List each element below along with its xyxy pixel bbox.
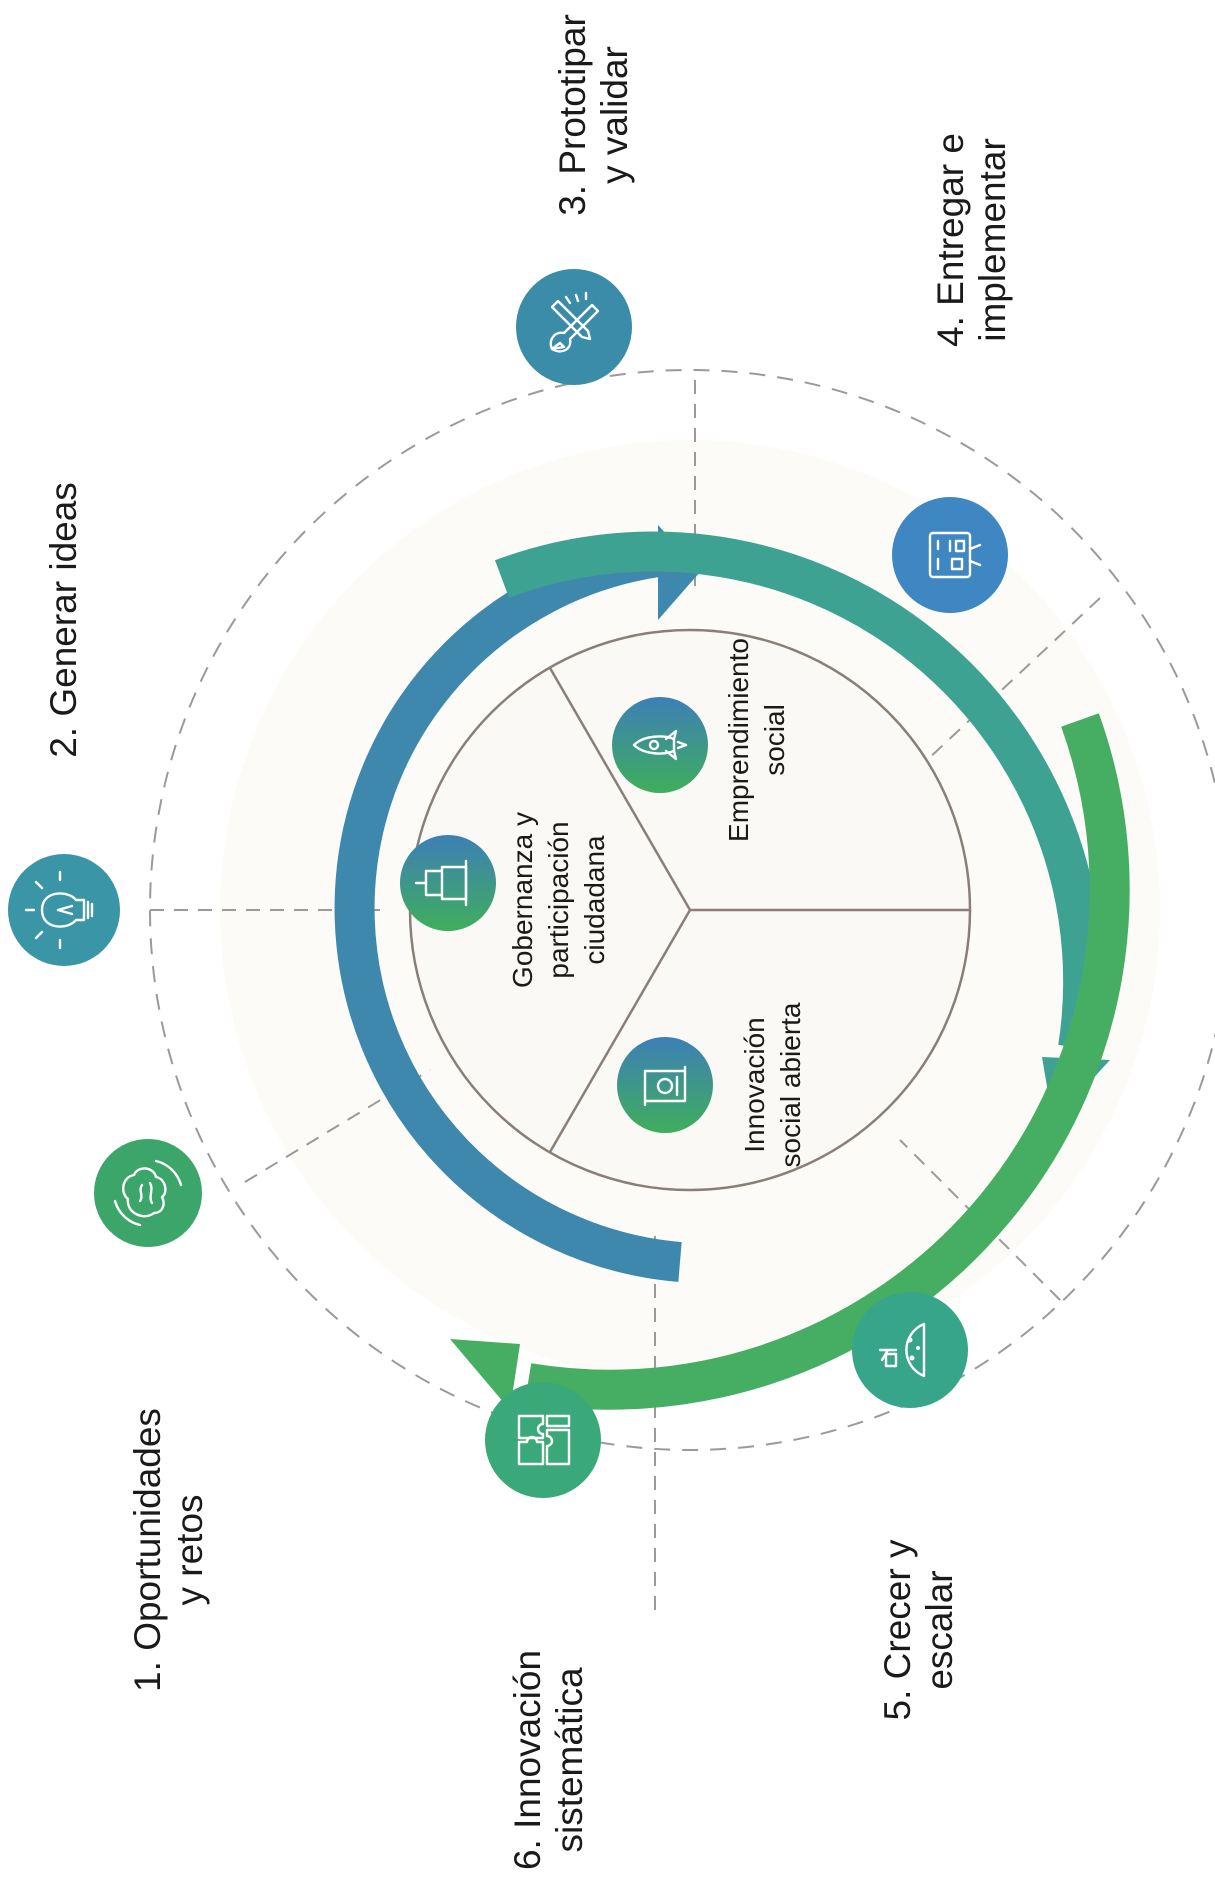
sector-label-line: Innovación <box>739 1017 770 1152</box>
stage-4: 4. Entregar e implementar <box>892 133 1013 613</box>
lightbulb-icon <box>8 854 120 966</box>
stage-label-line1: 5. Crecer y <box>877 1539 918 1720</box>
sector-governance-label: Gobernanza y participación ciudadana <box>507 812 610 988</box>
stage-label-line1: 3. Prototipar <box>552 14 593 216</box>
rocket-icon <box>612 697 708 793</box>
stage-2: 2. Generar ideas <box>8 482 120 966</box>
stage-3: 3. Prototipar y validar <box>516 14 635 385</box>
stage-6: 6. Innovación sistemática <box>485 1382 601 1870</box>
sector-social-entrepreneurship: Emprendimiento social <box>612 638 790 842</box>
stage-label-line1: 4. Entregar e <box>930 133 971 347</box>
stage-6-label: 6. Innovación sistemática <box>507 1650 590 1870</box>
stage-3-label: 3. Prototipar y validar <box>552 14 635 216</box>
stage-5-label: 5. Crecer y escalar <box>877 1539 960 1720</box>
stage-label-line1: 6. Innovación <box>507 1650 548 1870</box>
inner-circle <box>408 628 972 1192</box>
sector-label-line: ciudadana <box>579 835 610 965</box>
stage-4-label: 4. Entregar e implementar <box>930 133 1013 347</box>
blue-arrow-band <box>334 537 682 1282</box>
board-icon <box>892 497 1008 613</box>
sector-entrepreneurship-label: Emprendimiento social <box>723 638 790 842</box>
sector-governance: Gobernanza y participación ciudadana <box>400 812 610 988</box>
hand-pen-icon <box>400 835 496 931</box>
sector-label-line: social <box>759 704 790 776</box>
sector-label-line: participación <box>543 821 574 978</box>
scroll-icon <box>617 1037 713 1133</box>
stage-label-line1: 1. Oportunidades <box>127 1408 168 1692</box>
stage-label-line2: escalar <box>919 1570 960 1689</box>
brain-cycle-icon <box>94 1139 202 1247</box>
teal-arrow-band <box>494 531 1104 1052</box>
stage-5: 5. Crecer y escalar <box>852 1292 968 1720</box>
green-arrow-band <box>524 713 1130 1410</box>
globe-plant-icon <box>852 1292 968 1408</box>
sector-open-innovation-label: Innovación social abierta <box>739 1002 806 1167</box>
stage-label-line1: 2. Generar ideas <box>43 482 84 758</box>
sector-label-line: social abierta <box>775 1002 806 1167</box>
puzzle-icon <box>485 1382 601 1498</box>
stage-label-line2: y retos <box>169 1494 210 1605</box>
sector-label-line: Gobernanza y <box>507 812 538 988</box>
dashed-orbit <box>149 369 1215 1451</box>
wrench-pencil-icon <box>516 269 632 385</box>
stage-label-line2: implementar <box>972 138 1013 342</box>
stage-1-label: 1. Oportunidades y retos <box>127 1408 210 1692</box>
stage-label-line2: y validar <box>594 46 635 184</box>
cycle-arrows <box>334 525 1130 1410</box>
stage-label-line2: sistemática <box>549 1667 590 1852</box>
stage-2-label: 2. Generar ideas <box>43 482 84 758</box>
stage-1: 1. Oportunidades y retos <box>94 1139 210 1692</box>
green-arrow-head <box>450 1339 520 1410</box>
sector-label-line: Emprendimiento <box>723 638 754 842</box>
sector-open-social-innovation: Innovación social abierta <box>617 1002 806 1167</box>
